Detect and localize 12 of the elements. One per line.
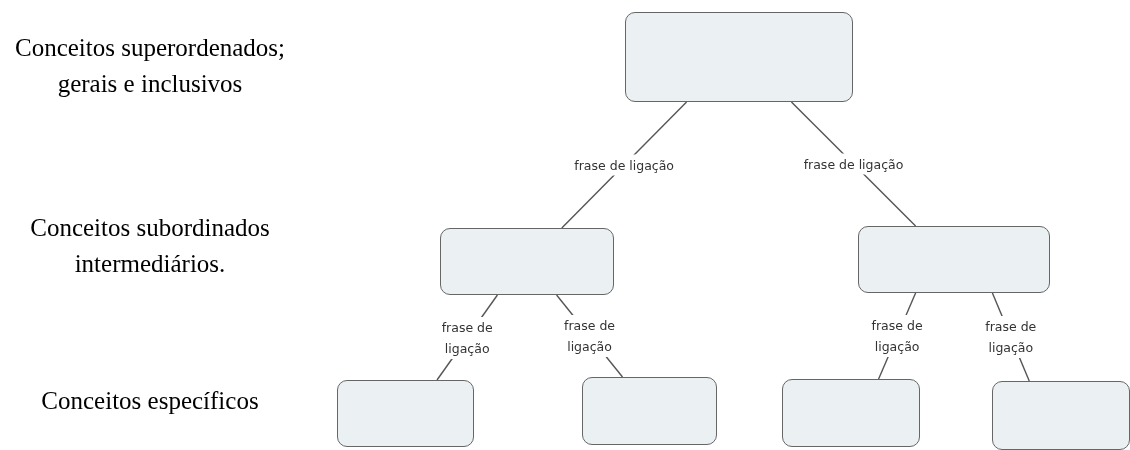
concept-box bbox=[782, 379, 920, 447]
edge-label: frase de ligação bbox=[572, 154, 676, 176]
level-description: Conceitos subordinados intermediários. bbox=[29, 213, 271, 279]
concept-box bbox=[858, 226, 1050, 293]
level-description: Conceitos superordenados; gerais e inclusivos bbox=[13, 33, 287, 99]
concept-box bbox=[625, 12, 853, 102]
concept-box bbox=[992, 381, 1130, 450]
concept-box bbox=[582, 377, 717, 445]
concept-box bbox=[337, 380, 474, 447]
level-description: Conceitos específicos bbox=[40, 386, 260, 416]
edge-label: frase de ligação bbox=[801, 153, 906, 175]
concept-box bbox=[440, 228, 614, 295]
